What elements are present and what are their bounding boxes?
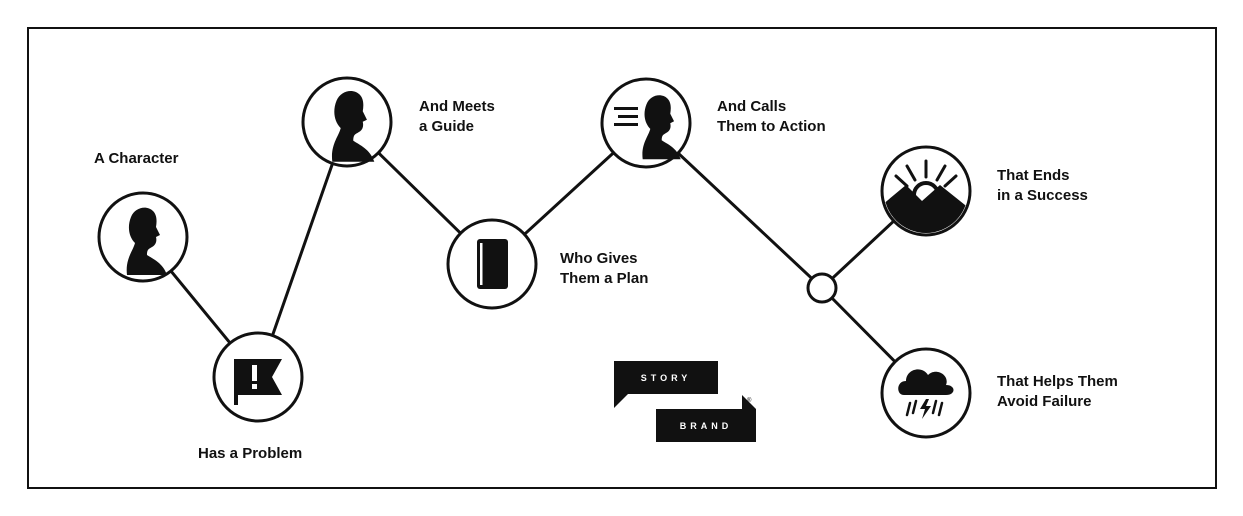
warning-flag-icon: [234, 359, 282, 405]
junction-node: [806, 272, 838, 304]
node-plan: [446, 218, 538, 310]
node-action: [600, 77, 692, 169]
node-guide: [301, 76, 393, 168]
label-character: A Character: [94, 150, 179, 167]
label-plan: Who Gives Them a Plan: [560, 250, 649, 287]
node-character: [97, 191, 189, 283]
label-failure: That Helps Them Avoid Failure: [997, 373, 1118, 410]
node-success: [880, 145, 972, 237]
logo-bubble-top: [614, 361, 718, 408]
logo-bubble-bottom: [656, 395, 756, 442]
label-success: That Ends in a Success: [997, 167, 1088, 204]
sunrise-mountains-icon: [884, 159, 968, 233]
registered-mark: ®: [747, 397, 752, 404]
diagram-frame: [27, 27, 1217, 489]
node-failure: [880, 347, 972, 439]
running-person-icon: [614, 95, 681, 160]
book-icon: [477, 239, 508, 289]
label-problem: Has a Problem: [198, 445, 303, 462]
logo-line2: BRAND: [680, 421, 733, 431]
label-guide: And Meets a Guide: [419, 98, 495, 135]
node-problem: [212, 331, 304, 423]
storm-cloud-icon: [898, 369, 954, 419]
label-action: And Calls Them to Action: [717, 98, 826, 135]
storybrand-logo: STORY BRAND ®: [614, 361, 756, 442]
logo-line1: STORY: [641, 373, 692, 383]
